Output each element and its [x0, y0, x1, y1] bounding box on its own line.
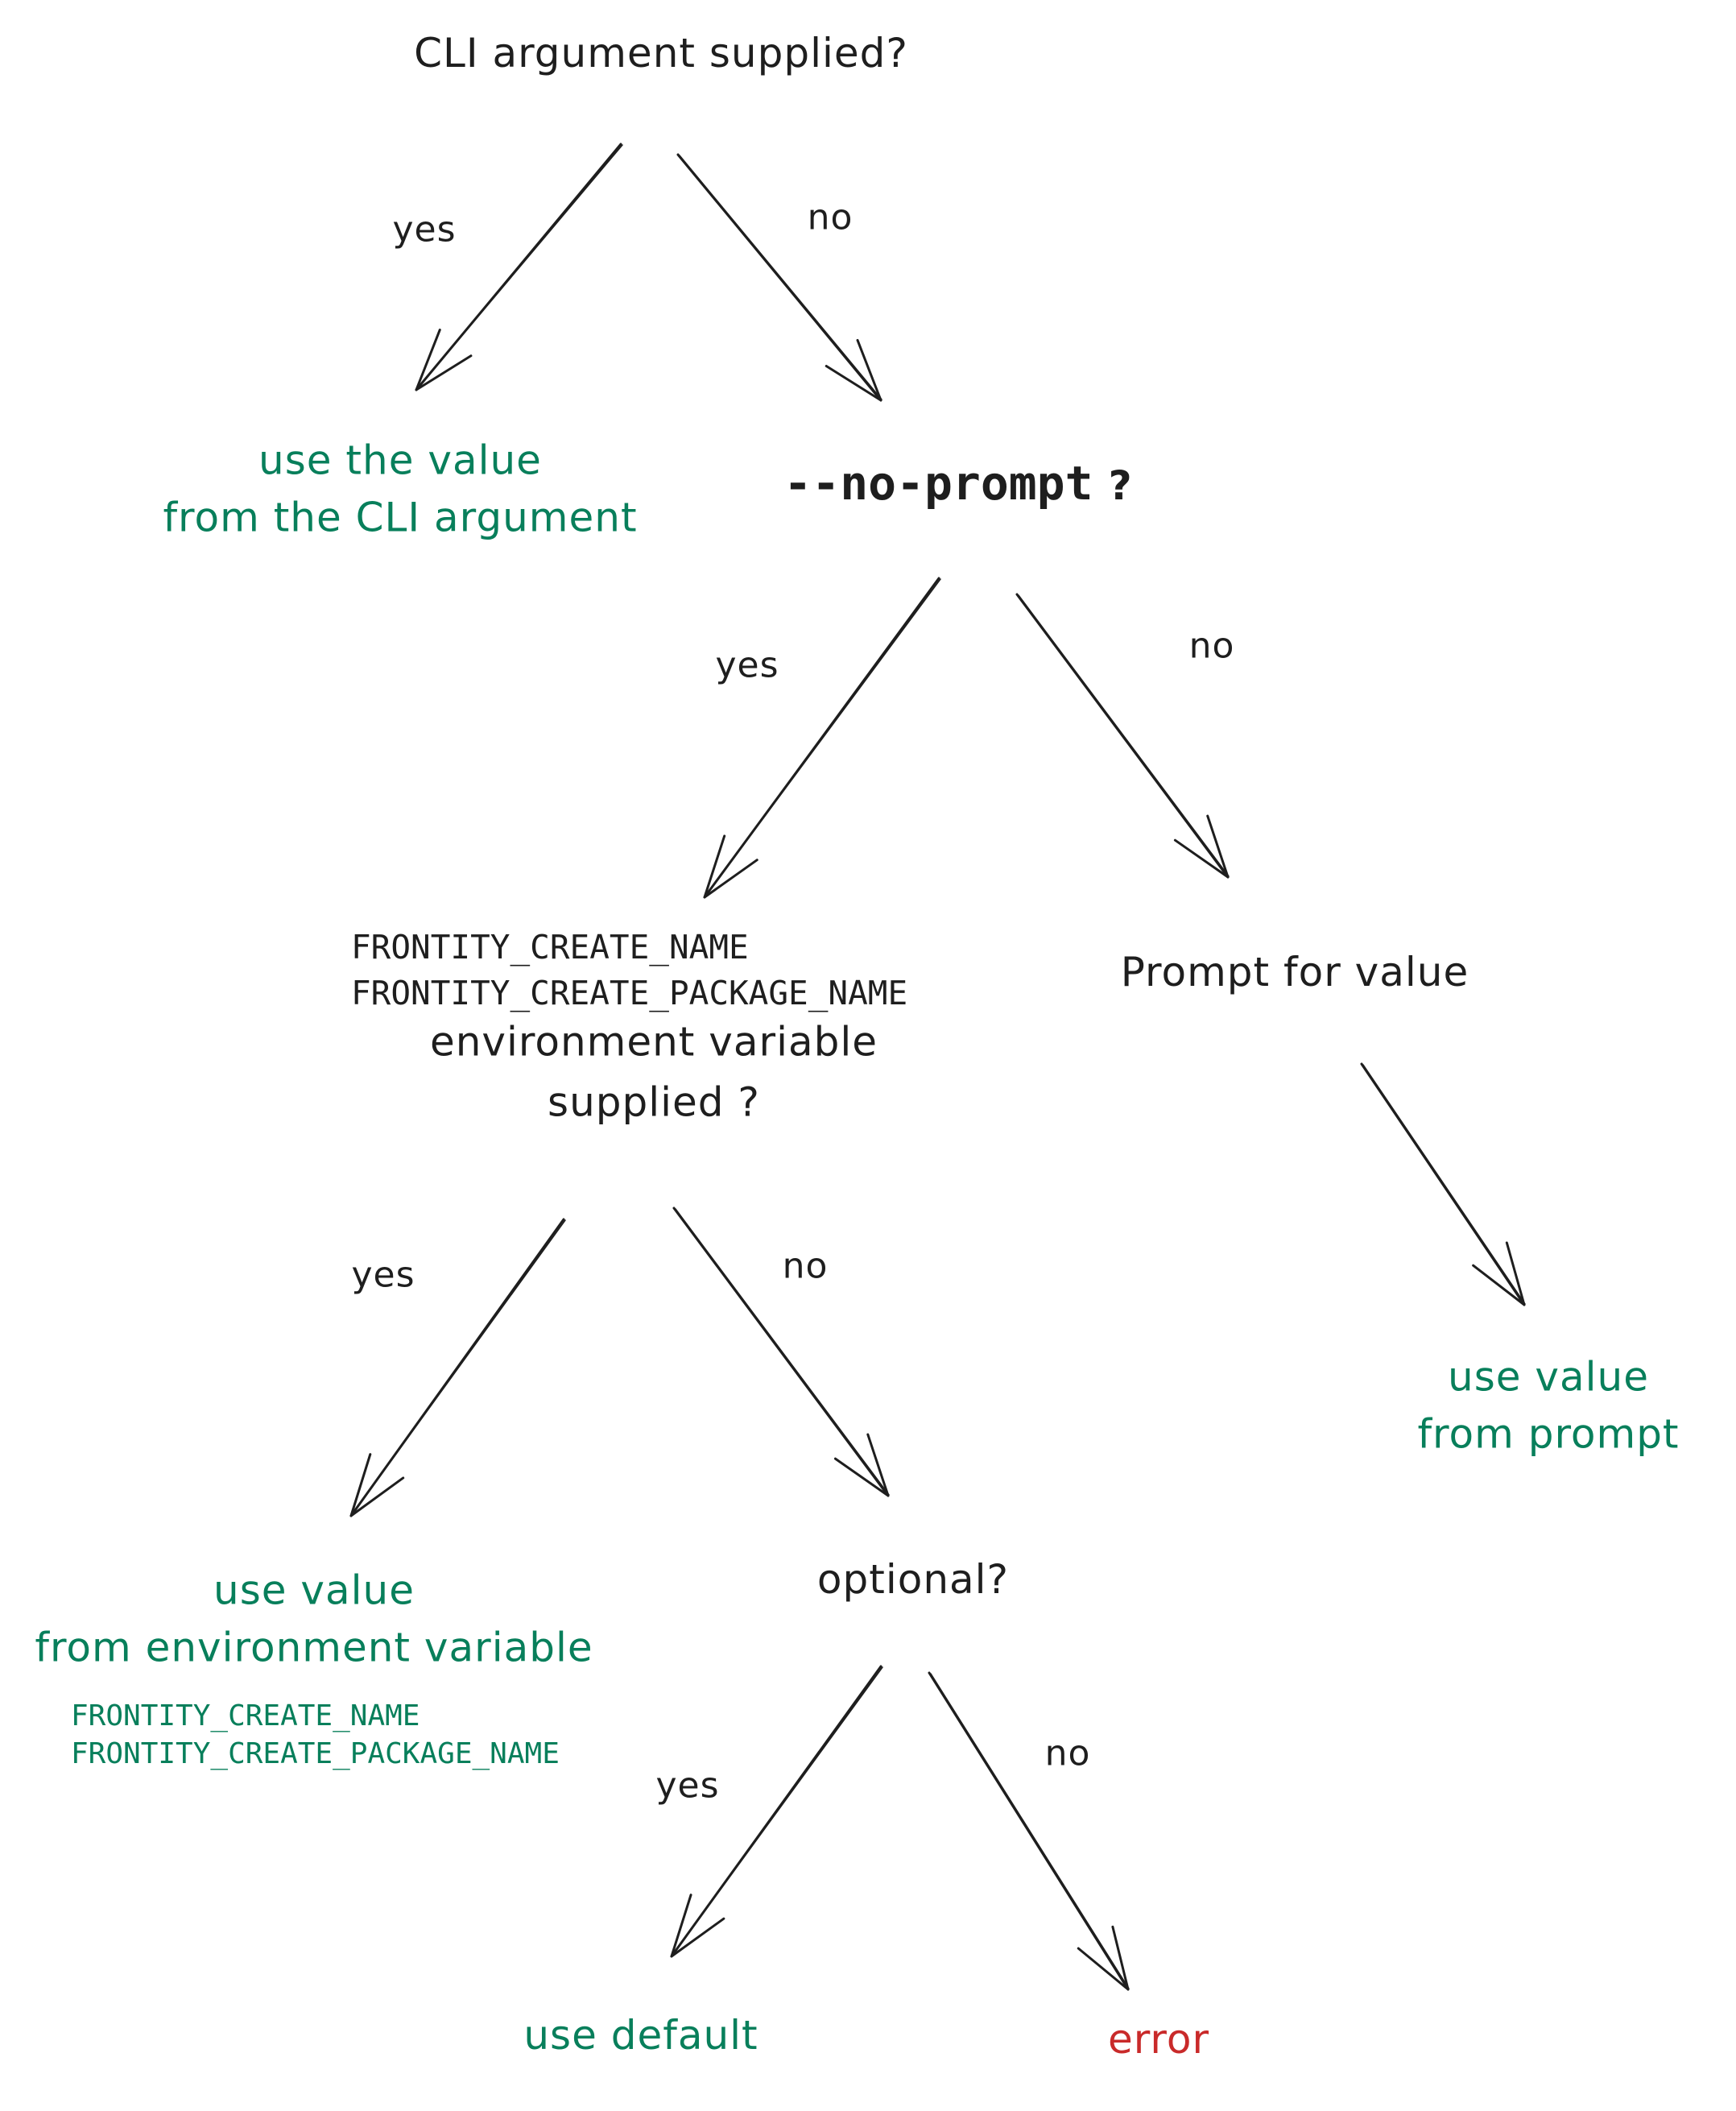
- env-name-2: FRONTITY_CREATE_PACKAGE_NAME: [351, 974, 908, 1012]
- arrow-shaft-sketch: [1018, 594, 1230, 877]
- edge-label-no: no: [807, 197, 854, 238]
- no-prompt-flag: --no-prompt: [783, 455, 1093, 511]
- arrow-shaft-sketch: [416, 144, 623, 390]
- arrow-prompt-to-use-icon: [1360, 1062, 1526, 1306]
- arrow-optional-no-icon: [928, 1671, 1130, 1991]
- arrow-head: [833, 1433, 890, 1497]
- env-question-line-1: environment variable: [429, 1018, 878, 1066]
- arrow-shaft: [672, 1207, 890, 1497]
- arrow-shaft-sketch: [930, 1673, 1130, 1989]
- use-env-names-list: FRONTITY_CREATE_NAME FRONTITY_CREATE_PAC…: [71, 1697, 560, 1773]
- no-prompt-question-node: --no-prompt ?: [783, 454, 1132, 513]
- use-prompt-value-node: use value from prompt: [1417, 1352, 1679, 1459]
- edge-label-yes: yes: [655, 1765, 720, 1807]
- use-default-node: use default: [523, 2011, 758, 2059]
- arrow-head: [349, 1453, 405, 1517]
- env-names-list: FRONTITY_CREATE_NAME FRONTITY_CREATE_PAC…: [351, 925, 907, 1016]
- use-cli-line-1: use the value: [258, 437, 542, 484]
- arrow-shaft-sketch: [672, 1666, 883, 1956]
- use-cli-line-2: from the CLI argument: [163, 494, 638, 540]
- no-prompt-question-mark: ?: [1108, 462, 1133, 509]
- arrow-optional-yes-icon: [670, 1665, 883, 1958]
- arrow-shaft: [1360, 1062, 1526, 1306]
- arrow-noprompt-yes-icon: [703, 577, 941, 899]
- arrow-cli-yes-icon: [415, 143, 623, 391]
- use-env-line-2: from environment variable: [35, 1624, 593, 1670]
- arrow-shaft: [1015, 593, 1230, 879]
- error-node: error: [1107, 2015, 1210, 2063]
- arrow-head: [415, 329, 473, 391]
- arrow-head: [1173, 814, 1230, 879]
- use-env-line-1: use value: [213, 1567, 415, 1614]
- arrow-noprompt-no-icon: [1015, 593, 1230, 879]
- edge-label-yes: yes: [715, 644, 779, 686]
- arrow-shaft-sketch: [1362, 1064, 1526, 1305]
- arrow-head: [703, 834, 758, 899]
- arrow-head: [1472, 1241, 1526, 1306]
- arrow-head: [1077, 1925, 1130, 1991]
- edge-label-yes: yes: [351, 1254, 415, 1296]
- cli-question-node: CLI argument supplied?: [414, 29, 908, 77]
- use-prompt-line-1: use value: [1448, 1353, 1649, 1401]
- optional-question-node: optional?: [816, 1555, 1010, 1603]
- use-env-name-2: FRONTITY_CREATE_PACKAGE_NAME: [71, 1737, 560, 1770]
- edge-label-no: no: [1188, 625, 1235, 667]
- arrow-head: [825, 338, 882, 402]
- edge-label-no: no: [1044, 1732, 1091, 1774]
- arrow-shaft-sketch: [675, 1208, 890, 1496]
- edge-label-no: no: [782, 1245, 829, 1287]
- env-question-line-2: supplied ?: [548, 1078, 760, 1125]
- arrow-shaft: [676, 153, 882, 402]
- arrow-cli-no-icon: [676, 153, 882, 402]
- arrow-shaft-sketch: [705, 578, 941, 897]
- arrow-shaft: [928, 1671, 1130, 1991]
- arrow-shaft-sketch: [351, 1219, 566, 1516]
- prompt-for-value-node: Prompt for value: [1120, 948, 1469, 995]
- arrow-env-yes-icon: [349, 1218, 566, 1517]
- use-env-name-1: FRONTITY_CREATE_NAME: [71, 1699, 420, 1732]
- arrow-shaft-sketch: [679, 155, 882, 400]
- arrow-head: [670, 1894, 725, 1958]
- use-cli-value-node: use the value from the CLI argument: [163, 436, 637, 543]
- arrow-env-no-icon: [672, 1207, 890, 1497]
- edge-label-yes: yes: [392, 209, 457, 250]
- env-question-node: environment variable supplied ?: [430, 1017, 878, 1128]
- use-env-value-node: use value from environment variable: [35, 1566, 593, 1673]
- use-prompt-line-2: from prompt: [1417, 1410, 1680, 1457]
- env-name-1: FRONTITY_CREATE_NAME: [351, 928, 749, 967]
